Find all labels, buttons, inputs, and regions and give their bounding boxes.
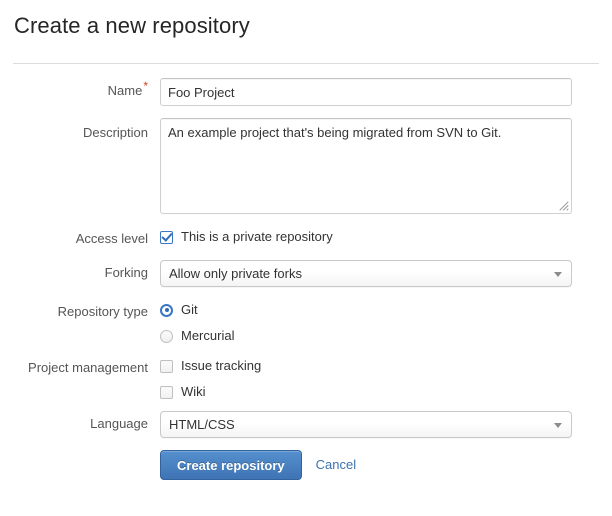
form-row-actions: Create repository Cancel (0, 450, 612, 480)
form-row-access-level: Access level This is a private repositor… (0, 226, 612, 252)
language-field-wrap: HTML/CSS (160, 411, 612, 438)
language-select-value: HTML/CSS (169, 417, 235, 432)
name-label: Name* (0, 78, 160, 104)
chevron-down-icon (554, 272, 562, 277)
language-label: Language (90, 416, 148, 431)
repository-type-field-wrap: Git Mercurial (160, 299, 612, 347)
checkbox-wiki[interactable] (160, 385, 173, 399)
access-level-label: Access level (75, 231, 148, 246)
create-repository-button[interactable]: Create repository (160, 450, 302, 480)
required-asterisk: * (143, 78, 148, 93)
repository-type-label: Repository type (57, 304, 148, 319)
access-level-field-wrap: This is a private repository (160, 226, 612, 248)
name-label-text: Name (107, 83, 143, 98)
forking-label: Forking (104, 265, 148, 280)
form-row-forking: Forking Allow only private forks (0, 260, 612, 287)
name-field-wrap (160, 78, 612, 106)
actions-field-wrap: Create repository Cancel (160, 450, 612, 480)
checkbox-wiki-label: Wiki (181, 384, 206, 399)
description-label: Description (82, 125, 148, 140)
language-select[interactable]: HTML/CSS (160, 411, 572, 438)
chevron-down-icon (554, 423, 562, 428)
project-management-option-wiki[interactable]: Wiki (160, 381, 588, 403)
form-row-description: Description (0, 118, 612, 214)
repository-type-option-mercurial[interactable]: Mercurial (160, 325, 588, 347)
form-row-project-management: Project management Issue tracking Wiki (0, 355, 612, 403)
description-textarea[interactable] (160, 118, 572, 214)
form-actions: Create repository Cancel (160, 450, 588, 480)
radio-git-label: Git (181, 302, 198, 317)
title-divider (13, 63, 599, 64)
description-textarea-wrap (160, 118, 572, 214)
page-title: Create a new repository (14, 13, 250, 38)
radio-mercurial-label: Mercurial (181, 328, 235, 343)
radio-git[interactable] (160, 303, 173, 317)
project-management-field-wrap: Issue tracking Wiki (160, 355, 612, 403)
cancel-link[interactable]: Cancel (315, 457, 357, 472)
form-row-name: Name* (0, 78, 612, 106)
forking-select-value: Allow only private forks (169, 266, 302, 281)
create-repository-form: Name* Description Access level (0, 78, 612, 492)
project-management-option-issue-tracking[interactable]: Issue tracking (160, 355, 588, 377)
repository-type-option-git[interactable]: Git (160, 299, 588, 321)
forking-field-wrap: Allow only private forks (160, 260, 612, 287)
form-row-repository-type: Repository type Git Mercurial (0, 299, 612, 347)
name-input[interactable] (160, 78, 572, 106)
radio-mercurial[interactable] (160, 329, 173, 343)
checkbox-issue-tracking-label: Issue tracking (181, 358, 262, 373)
private-repository-checkbox[interactable] (160, 230, 173, 244)
private-repository-label: This is a private repository (181, 229, 333, 244)
forking-select[interactable]: Allow only private forks (160, 260, 572, 287)
checkbox-issue-tracking[interactable] (160, 359, 173, 373)
description-field-wrap (160, 118, 612, 214)
project-management-label: Project management (28, 360, 148, 375)
form-row-language: Language HTML/CSS (0, 411, 612, 438)
private-repository-checkbox-row[interactable]: This is a private repository (160, 226, 588, 248)
